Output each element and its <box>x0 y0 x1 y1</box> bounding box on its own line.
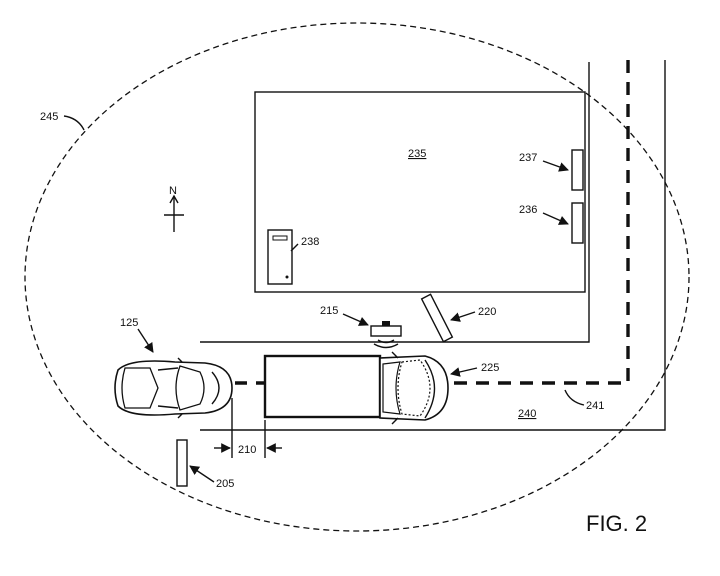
label-post: 205 <box>216 478 234 490</box>
computer-tower <box>268 230 292 284</box>
label-road: 240 <box>518 408 536 420</box>
beacon <box>371 321 401 348</box>
door-upper <box>572 150 583 190</box>
label-lane-line: 241 <box>586 400 604 412</box>
car <box>115 358 232 418</box>
label-beacon: 215 <box>320 305 338 317</box>
building <box>255 92 585 292</box>
label-door-lower: 236 <box>519 204 537 216</box>
compass-label: N <box>169 185 177 197</box>
label-sensor: 220 <box>478 306 496 318</box>
post <box>177 440 187 486</box>
figure-label: FIG. 2 <box>586 511 647 536</box>
truck <box>265 352 448 424</box>
label-truck: 225 <box>481 362 499 374</box>
label-zone: 245 <box>40 111 58 123</box>
sensor <box>422 294 453 341</box>
label-computer: 238 <box>301 236 319 248</box>
label-building: 235 <box>408 148 426 160</box>
label-vehicle: 125 <box>120 317 138 329</box>
compass-icon <box>164 196 184 232</box>
label-gap: 210 <box>238 444 256 456</box>
door-lower <box>572 203 583 243</box>
label-door-upper: 237 <box>519 152 537 164</box>
